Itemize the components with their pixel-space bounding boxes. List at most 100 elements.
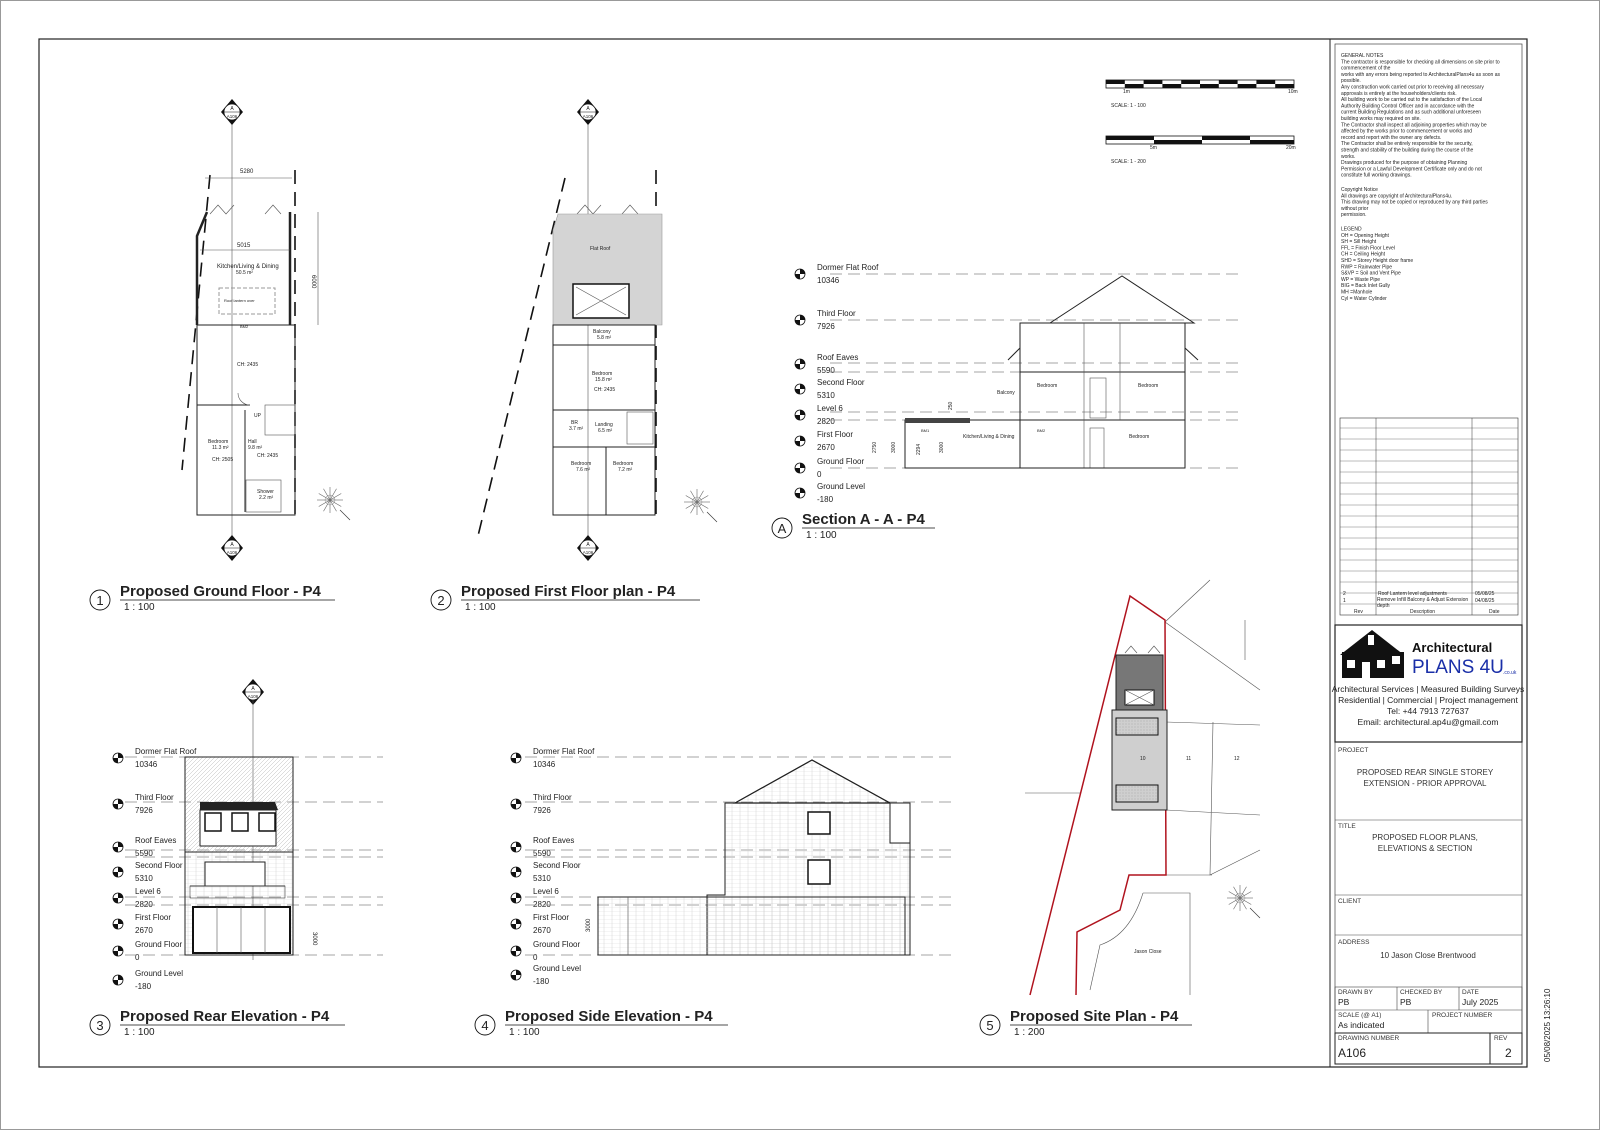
section-room: Bedroom [1037,383,1057,389]
view-title-text: Proposed First Floor plan - P4 [461,583,676,600]
scale-bar-caption: SCALE: 1 - 200 [1111,159,1146,165]
view-number: 4 [481,1018,488,1033]
north-arrow-icon [684,489,718,523]
view-title-text: Proposed Rear Elevation - P4 [120,1008,330,1025]
general-note-line: Authority Building Control Officer and i… [1341,103,1475,109]
legend-item: OH = Opening Height [1341,233,1390,239]
scale-value: As indicated [1338,1020,1385,1030]
legend-item: RWP = Rainwater Pipe [1341,264,1392,270]
checked-by-value: PB [1400,997,1412,1007]
logo-line2: PLANS 4U [1412,657,1504,678]
view-scale: 1 : 200 [1014,1027,1045,1038]
general-note-line: Drawings produced for the purpose of obt… [1341,160,1467,166]
level-name: First Floor [817,430,853,439]
view-number: 5 [986,1018,993,1033]
view-number: 1 [96,593,103,608]
level-name: Dormer Flat Roof [817,263,879,272]
ground-floor-plan: 5280 5015 6000 Kitchen/Living & Dining 5… [181,122,319,540]
general-note-line: The Contractor shall inspect all adjoini… [1341,122,1487,128]
project-label: PROJECT [1338,747,1368,754]
room-ch: CH: 2435 [594,387,615,393]
general-note-line: Any construction work carried out prior … [1341,85,1484,91]
scale-bar-1-100: 1m 10m SCALE: 1 - 100 [1105,79,1298,109]
company-line: Architectural Services | Measured Buildi… [1332,684,1525,694]
scale-bar-caption: SCALE: 1 - 100 [1111,103,1146,109]
room-area: 7.6 m² [576,467,591,473]
address-value: 10 Jason Close Brentwood [1380,951,1476,960]
marker-sheet: A106 [227,550,238,555]
site-boundary [1029,594,1167,996]
level-value: -180 [817,495,834,504]
level-marker: Ground Level-180 [510,964,581,986]
level-name: Dormer Flat Roof [135,747,197,756]
level-name: Ground Floor [533,940,580,949]
beam-label: BM1 [921,428,930,433]
general-note-line: works with any errors being reported to … [1341,72,1500,78]
title-line: ELEVATIONS & SECTION [1378,844,1473,853]
level-value: 2670 [817,443,835,452]
section-dim: 3000 [939,442,945,453]
level-name: Ground Level [817,482,865,491]
beam-label: BM2 [1037,428,1046,433]
view-number: A [778,521,787,536]
level-name: Third Floor [817,309,856,318]
room-area: 3.7 m² [569,426,584,432]
company-email: Email: architectural.ap4u@gmail.com [1358,717,1499,727]
elevation-dim: 3000 [586,918,592,932]
drawn-by-label: DRAWN BY [1338,989,1373,996]
section-room: Balcony [997,390,1015,396]
view-number: 2 [437,593,444,608]
level-value: 2670 [533,926,551,935]
legend-item: CH = Ceiling Height [1341,252,1386,258]
level-name: Ground Floor [135,940,182,949]
room-ch: CH: 2435 [257,453,278,459]
legend-heading: LEGEND [1341,227,1362,233]
legend-item: FFL = Finish Floor Level [1341,245,1395,251]
level-value: 0 [533,953,538,962]
copyright-line: All drawings are copyright of Architectu… [1341,193,1452,199]
view-title-text: Section A - A - P4 [802,511,925,528]
copyright-line: permission. [1341,212,1367,218]
revision-table: 2 Roof Lantern level adjustments 05/08/2… [1339,417,1519,616]
view-scale: 1 : 100 [465,602,496,613]
level-value: 5310 [817,391,835,400]
level-value: 2820 [533,900,551,909]
copyright-line: This drawing may not be copied or reprod… [1341,200,1488,206]
room-label: Bedroom [571,461,591,467]
description-header: Description [1410,609,1435,615]
level-marker: Ground Floor 0 [510,940,955,962]
section-room: Bedroom [1129,434,1149,440]
rev-number: 2 [1343,591,1346,597]
general-note-line: affected by the works prior to commencem… [1341,129,1472,135]
general-note-line: works. [1341,154,1355,160]
room-label: Bedroom [208,439,228,445]
room-area: 15.8 m² [595,377,612,383]
general-note-line: commencement of the [1341,66,1391,72]
project-line: PROPOSED REAR SINGLE STOREY [1357,768,1494,777]
level-value: 5590 [135,849,153,858]
scale-bar-end: 20m [1286,145,1296,151]
level-name: First Floor [533,913,569,922]
rev-description: Remove Infill Balcony & Adjust Extension… [1377,597,1469,609]
level-value: 5310 [135,874,153,883]
rev-date: 04/08/25 [1475,598,1495,604]
legend-item: SHD = Storey Height door frame [1341,258,1413,264]
level-name: Level 6 [135,887,161,896]
level-value: 0 [135,953,140,962]
level-name: Roof Eaves [533,836,574,845]
legend-item: SH = Sill Height [1341,239,1377,245]
scale-bar-1-200: 5m 20m SCALE: 1 - 200 [1105,135,1296,165]
scale-label: SCALE (@ A1) [1338,1012,1381,1019]
view-title-text: Proposed Side Elevation - P4 [505,1008,713,1025]
